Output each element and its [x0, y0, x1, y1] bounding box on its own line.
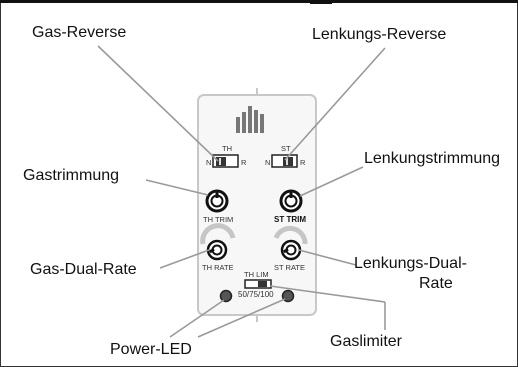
- leader-gas-trim: [145, 179, 209, 196]
- th-rate-label: TH RATE: [202, 263, 234, 272]
- label-steering-dual-rate-line1: Lenkungs-Dual-: [354, 255, 467, 272]
- leader-gas-limiter-h: [269, 285, 386, 303]
- st-switch-label: ST: [281, 144, 291, 153]
- limiter-led-icon: [281, 289, 295, 303]
- st-rate-arc: [273, 225, 308, 245]
- leader-gas-reverse: [97, 45, 219, 162]
- cropped-title-fragment: [310, 0, 332, 4]
- th-switch-label: TH: [222, 144, 232, 153]
- steering-dual-rate-knob[interactable]: [280, 239, 302, 261]
- th-lim-values: 50/75/100: [238, 290, 274, 299]
- leader-gas-dual-rate: [159, 249, 210, 269]
- gas-reverse-switch[interactable]: [212, 154, 239, 168]
- steering-reverse-switch[interactable]: [271, 154, 298, 168]
- label-gas-trim: Gastrimmung: [23, 167, 119, 184]
- leader-power-led-1: [169, 299, 225, 338]
- leader-steering-dual-rate: [298, 249, 357, 266]
- label-steering-dual-rate-line2: Rate: [419, 275, 453, 292]
- gas-trim-knob[interactable]: [205, 189, 229, 213]
- st-trim-label: ST TRIM: [274, 215, 306, 224]
- st-n-label: N: [265, 158, 270, 167]
- brand-logo-icon: [236, 106, 264, 133]
- th-trim-label: TH TRIM: [203, 215, 233, 224]
- th-n-label: N: [206, 158, 211, 167]
- power-led-icon: [219, 289, 233, 303]
- label-gas-limiter: Gaslimiter: [330, 333, 403, 350]
- label-steering-reverse: Lenkungs-Reverse: [312, 26, 446, 43]
- steering-trim-knob[interactable]: [279, 189, 303, 213]
- label-steering-trim: Lenkungstrimmung: [364, 150, 500, 167]
- gas-dual-rate-knob[interactable]: [206, 239, 228, 261]
- leader-power-led-2: [197, 298, 286, 338]
- leader-steering-reverse: [284, 47, 386, 161]
- label-power-led: Power-LED: [110, 341, 192, 358]
- leader-steering-trim: [299, 166, 364, 197]
- label-gas-reverse: Gas-Reverse: [32, 24, 126, 41]
- st-rate-label: ST RATE: [274, 263, 305, 272]
- label-gas-dual-rate: Gas-Dual-Rate: [30, 261, 137, 278]
- gas-limiter-switch[interactable]: [244, 279, 272, 289]
- th-lim-label: TH LIM: [244, 270, 269, 279]
- cropped-title-bar: [0, 0, 518, 3]
- st-r-label: R: [300, 158, 306, 167]
- th-r-label: R: [241, 158, 247, 167]
- th-rate-arc: [200, 223, 236, 245]
